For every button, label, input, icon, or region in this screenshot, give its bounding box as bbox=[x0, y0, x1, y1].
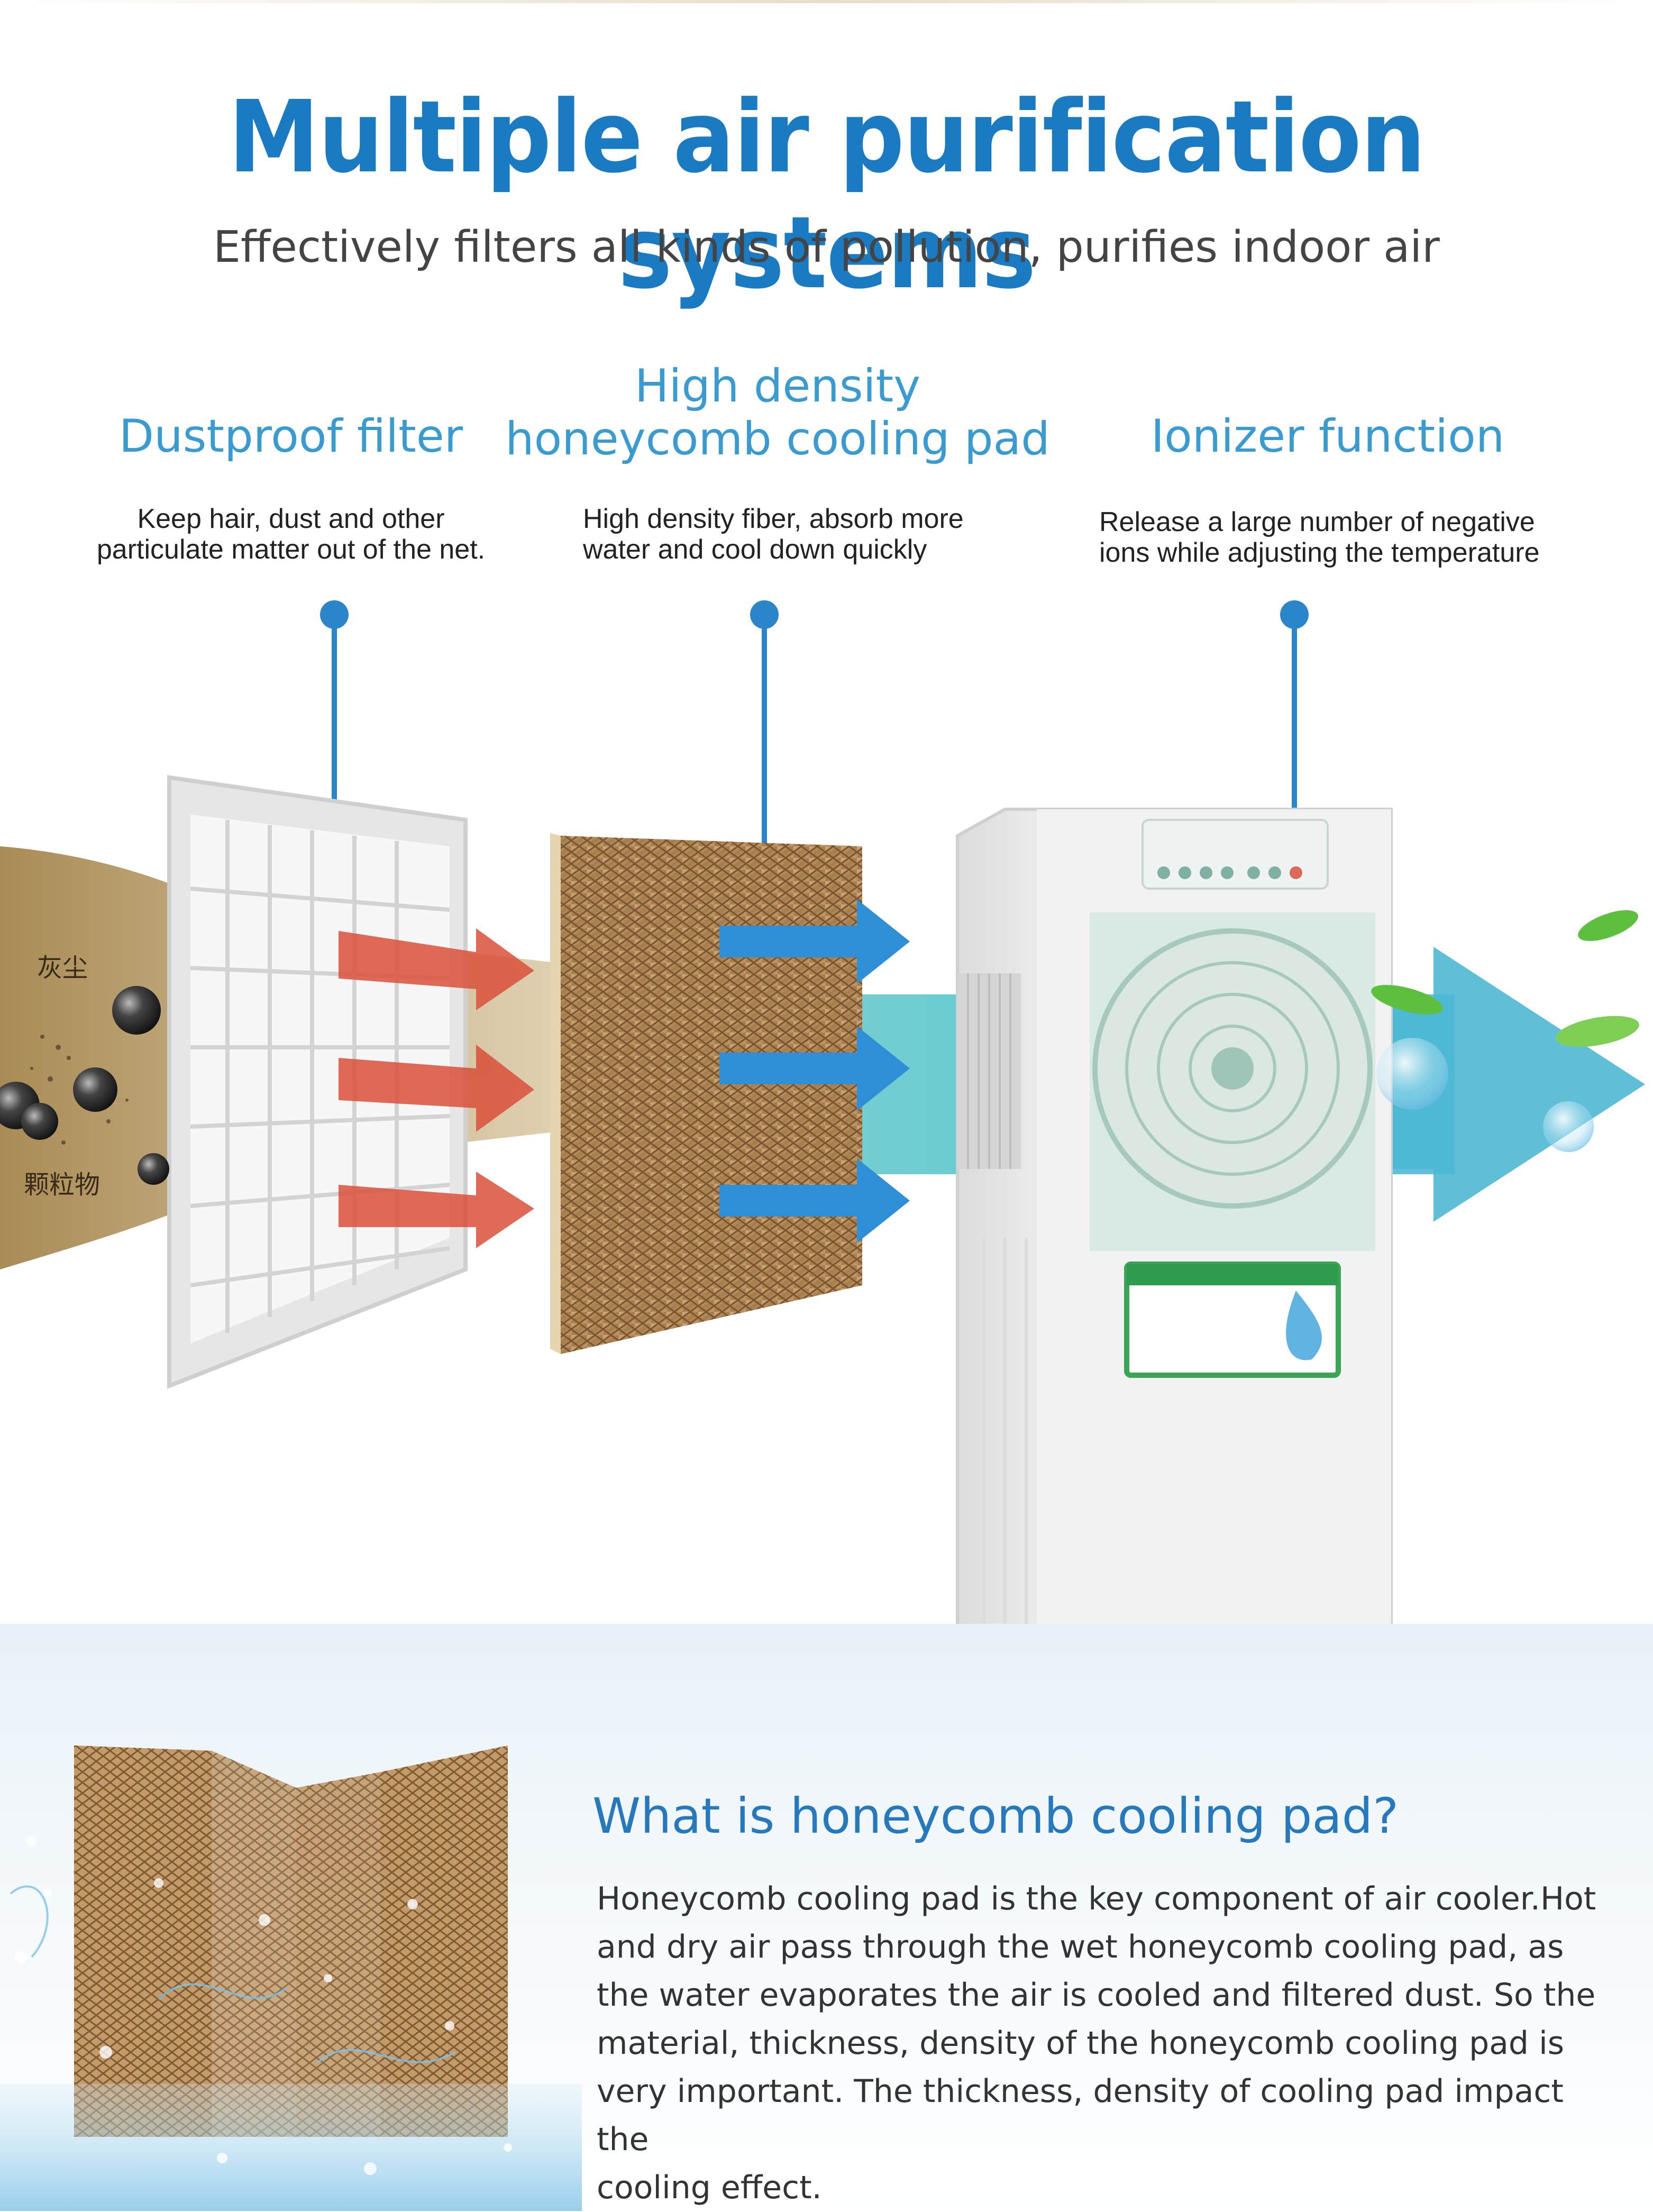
cool-air-arrows bbox=[719, 899, 910, 1243]
info-body-line: material, thickness, density of the hone… bbox=[597, 2025, 1565, 2062]
honeycomb-pad bbox=[550, 833, 862, 1354]
control-panel bbox=[1141, 819, 1329, 890]
feature-ionizer-desc-line1: Release a large number of negative bbox=[1099, 507, 1535, 537]
top-border bbox=[0, 0, 1653, 3]
page-subtitle: Effectively filters all kinds of polluti… bbox=[213, 222, 1440, 272]
feature-ionizer-desc: Release a large number of negative ions … bbox=[1099, 507, 1607, 568]
feature-honeycomb-title-line2: honeycomb cooling pad bbox=[505, 413, 1050, 465]
info-body-line: Honeycomb cooling pad is the key compone… bbox=[597, 1880, 1596, 1917]
feature-ionizer-desc-line2: ions while adjusting the temperature bbox=[1099, 537, 1540, 568]
pin-line-dustproof bbox=[332, 614, 337, 865]
info-body-line: the water evaporates the air is cooled a… bbox=[597, 1977, 1596, 2014]
feature-honeycomb-title-line1: High density bbox=[634, 360, 921, 413]
feature-honeycomb-desc-line2: water and cool down quickly bbox=[583, 534, 927, 565]
info-question-title: What is honeycomb cooling pad? bbox=[592, 1788, 1399, 1844]
feature-honeycomb-desc: High density fiber, absorb more water an… bbox=[583, 504, 1059, 565]
info-body-line: and dry air pass through the wet honeyco… bbox=[597, 1928, 1564, 1966]
feature-dustproof-desc: Keep hair, dust and other particulate ma… bbox=[69, 504, 513, 565]
info-body-line: cooling effect. bbox=[597, 2169, 822, 2206]
dust-label: 灰尘 bbox=[37, 953, 88, 983]
dust-particles bbox=[0, 986, 169, 1185]
info-body: Honeycomb cooling pad is the key compone… bbox=[597, 1875, 1602, 2212]
feature-ionizer-title: Ionizer function bbox=[1150, 410, 1505, 463]
feature-dustproof-title: Dustproof filter bbox=[118, 410, 463, 463]
feature-honeycomb-desc-line1: High density fiber, absorb more bbox=[583, 504, 964, 534]
purification-illustration bbox=[0, 775, 1645, 1767]
page-title: Multiple air purification systems bbox=[228, 79, 1426, 311]
feature-dustproof-desc-line2: particulate matter out of the net. bbox=[96, 534, 486, 565]
air-cooler bbox=[956, 808, 1393, 1767]
info-body-line: very important. The thickness, density o… bbox=[597, 2073, 1564, 2158]
feature-honeycomb-title: High density honeycomb cooling pad bbox=[492, 360, 1063, 465]
feature-dustproof-desc-line1: Keep hair, dust and other bbox=[137, 504, 445, 534]
pin-line-honeycomb bbox=[762, 614, 767, 865]
particle-label: 颗粒物 bbox=[24, 1170, 101, 1200]
hot-air-arrows bbox=[339, 928, 534, 1248]
fine-dust bbox=[30, 1035, 129, 1145]
pin-line-ionizer bbox=[1292, 614, 1297, 873]
wet-honeycomb-illustration bbox=[0, 1745, 582, 2211]
leaf-decoration bbox=[1371, 910, 1639, 1047]
clean-air-arrow bbox=[1386, 947, 1645, 1222]
bubble-decoration bbox=[1376, 1038, 1594, 1152]
